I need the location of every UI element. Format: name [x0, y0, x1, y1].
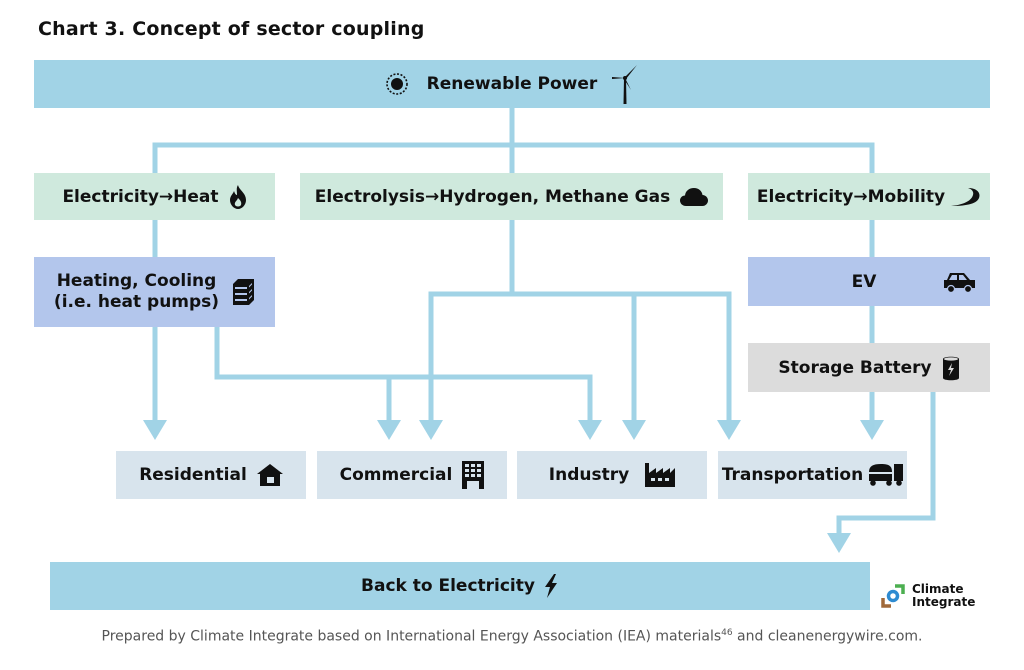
- logo-mark-icon: [881, 584, 905, 608]
- logo-text-line2: Integrate: [912, 595, 976, 609]
- node-label-line2: (i.e. heat pumps): [53, 292, 220, 312]
- node-renewable-power: Renewable Power: [34, 60, 990, 108]
- arrowhead-transportation-b: [860, 420, 884, 440]
- node-electricity-mobility: Electricity→Mobility: [748, 173, 990, 220]
- node-storage-battery: Storage Battery: [748, 343, 990, 392]
- node-label-line1: Heating, Cooling: [56, 271, 217, 291]
- node-label: EV: [851, 271, 877, 292]
- node-label: Transportation: [721, 465, 864, 485]
- arrowhead-transportation-a: [717, 420, 741, 440]
- sun-icon: [385, 72, 409, 96]
- edge-heating-commercial-industry: [214, 327, 593, 425]
- chart-title: Chart 3. Concept of sector coupling: [38, 18, 425, 40]
- logo-text-line1: Climate: [912, 582, 964, 596]
- node-label: Electricity→Mobility: [756, 186, 946, 207]
- arrowhead-industry-b: [622, 420, 646, 440]
- node-ev: EV: [748, 257, 990, 306]
- footnote-text-after: and cleanenergywire.com.: [732, 628, 923, 645]
- node-transportation: Transportation: [718, 451, 907, 499]
- node-electricity-heat: Electricity→Heat: [34, 173, 275, 220]
- lightning-icon: [543, 574, 559, 598]
- node-label: Renewable Power: [426, 74, 598, 94]
- node-heating-cooling: Heating, Cooling (i.e. heat pumps): [34, 257, 275, 327]
- office-building-icon: [462, 461, 485, 489]
- road-icon: [951, 187, 981, 206]
- node-label: Electrolysis→Hydrogen, Methane Gas: [314, 186, 671, 207]
- node-label: Residential: [139, 465, 247, 485]
- arrowhead-residential: [143, 420, 167, 440]
- truck-icon: [869, 464, 904, 486]
- house-icon: [256, 464, 283, 486]
- climate-integrate-logo: Climate Integrate: [880, 583, 975, 609]
- node-label: Industry: [548, 465, 630, 485]
- edge-storage-back: [836, 392, 936, 535]
- footnote-text: Prepared by Climate Integrate based on I…: [101, 628, 722, 645]
- node-industry: Industry: [517, 451, 707, 499]
- node-label: Back to Electricity: [361, 576, 535, 596]
- node-label: Electricity→Heat: [62, 186, 219, 207]
- heat-pump-icon: [231, 278, 255, 306]
- wind-turbine-icon: [611, 64, 639, 104]
- source-footnote: Prepared by Climate Integrate based on I…: [0, 628, 1024, 645]
- footnote-reference: 46: [721, 628, 733, 638]
- car-icon: [944, 271, 976, 293]
- node-residential: Residential: [116, 451, 306, 499]
- node-commercial: Commercial: [317, 451, 507, 499]
- arrowhead-back-to-electricity: [827, 533, 851, 553]
- edge-electrolysis-split: [428, 291, 732, 425]
- battery-icon: [942, 355, 960, 381]
- node-back-to-electricity: Back to Electricity: [50, 562, 870, 610]
- arrowhead-industry-a: [578, 420, 602, 440]
- node-electrolysis: Electrolysis→Hydrogen, Methane Gas: [300, 173, 723, 220]
- arrowhead-commercial-b: [419, 420, 443, 440]
- node-label: Commercial: [339, 465, 453, 485]
- factory-icon: [645, 463, 676, 487]
- cloud-icon: [680, 187, 709, 206]
- node-label: Storage Battery: [778, 357, 932, 378]
- arrowhead-commercial-a: [377, 420, 401, 440]
- flame-icon: [229, 184, 247, 209]
